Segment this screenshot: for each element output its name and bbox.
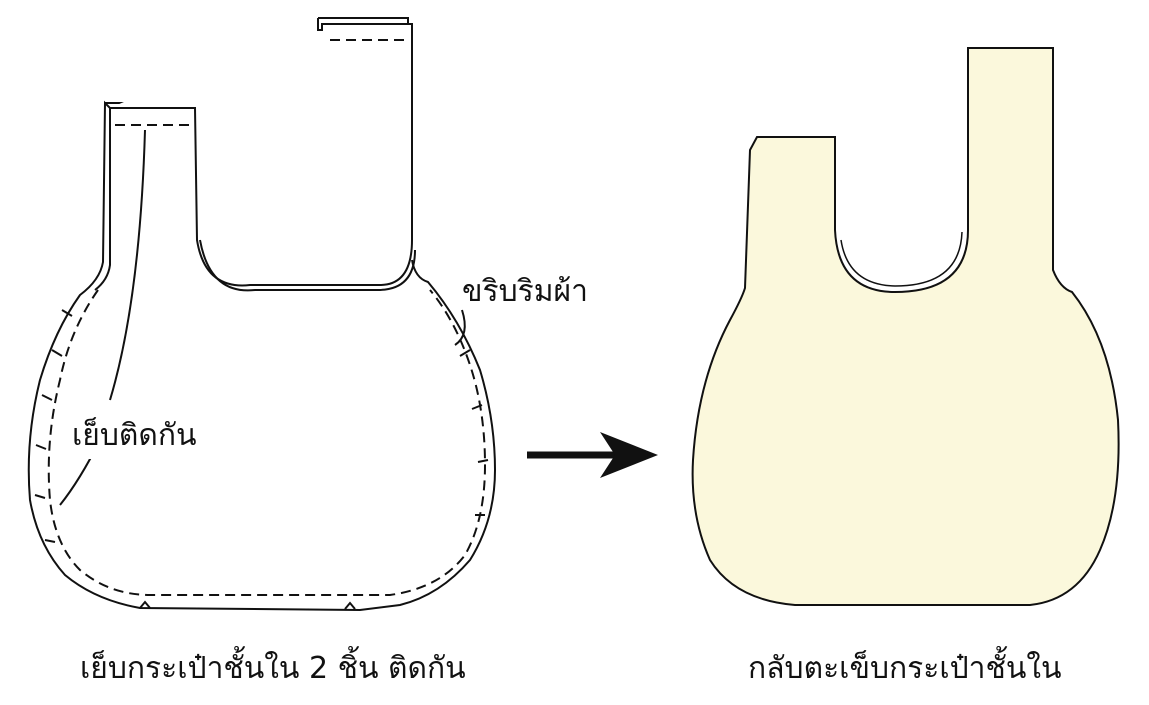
label-trim-edge: ขริบริมผ้า: [462, 274, 588, 309]
left-bag-outline: [27, 18, 497, 612]
caption-right: กลับตะเข็บกระเป๋าชั้นใน: [748, 651, 1062, 686]
label-leader-trim: [454, 309, 466, 346]
notches: [34, 309, 489, 610]
right-bag-inner-edge: [840, 231, 963, 287]
left-bag-inner-edge: [94, 108, 416, 292]
seam-line: [47, 39, 487, 596]
left-bag-sewn: [27, 17, 497, 612]
arrow-icon: [527, 432, 658, 478]
label-sew-together: เย็บติดกัน: [72, 412, 197, 459]
right-bag-turned: [691, 47, 1120, 606]
caption-left: เย็บกระเป๋าชั้นใน 2 ชิ้น ติดกัน: [80, 651, 466, 686]
right-bag-shape: [691, 47, 1120, 606]
